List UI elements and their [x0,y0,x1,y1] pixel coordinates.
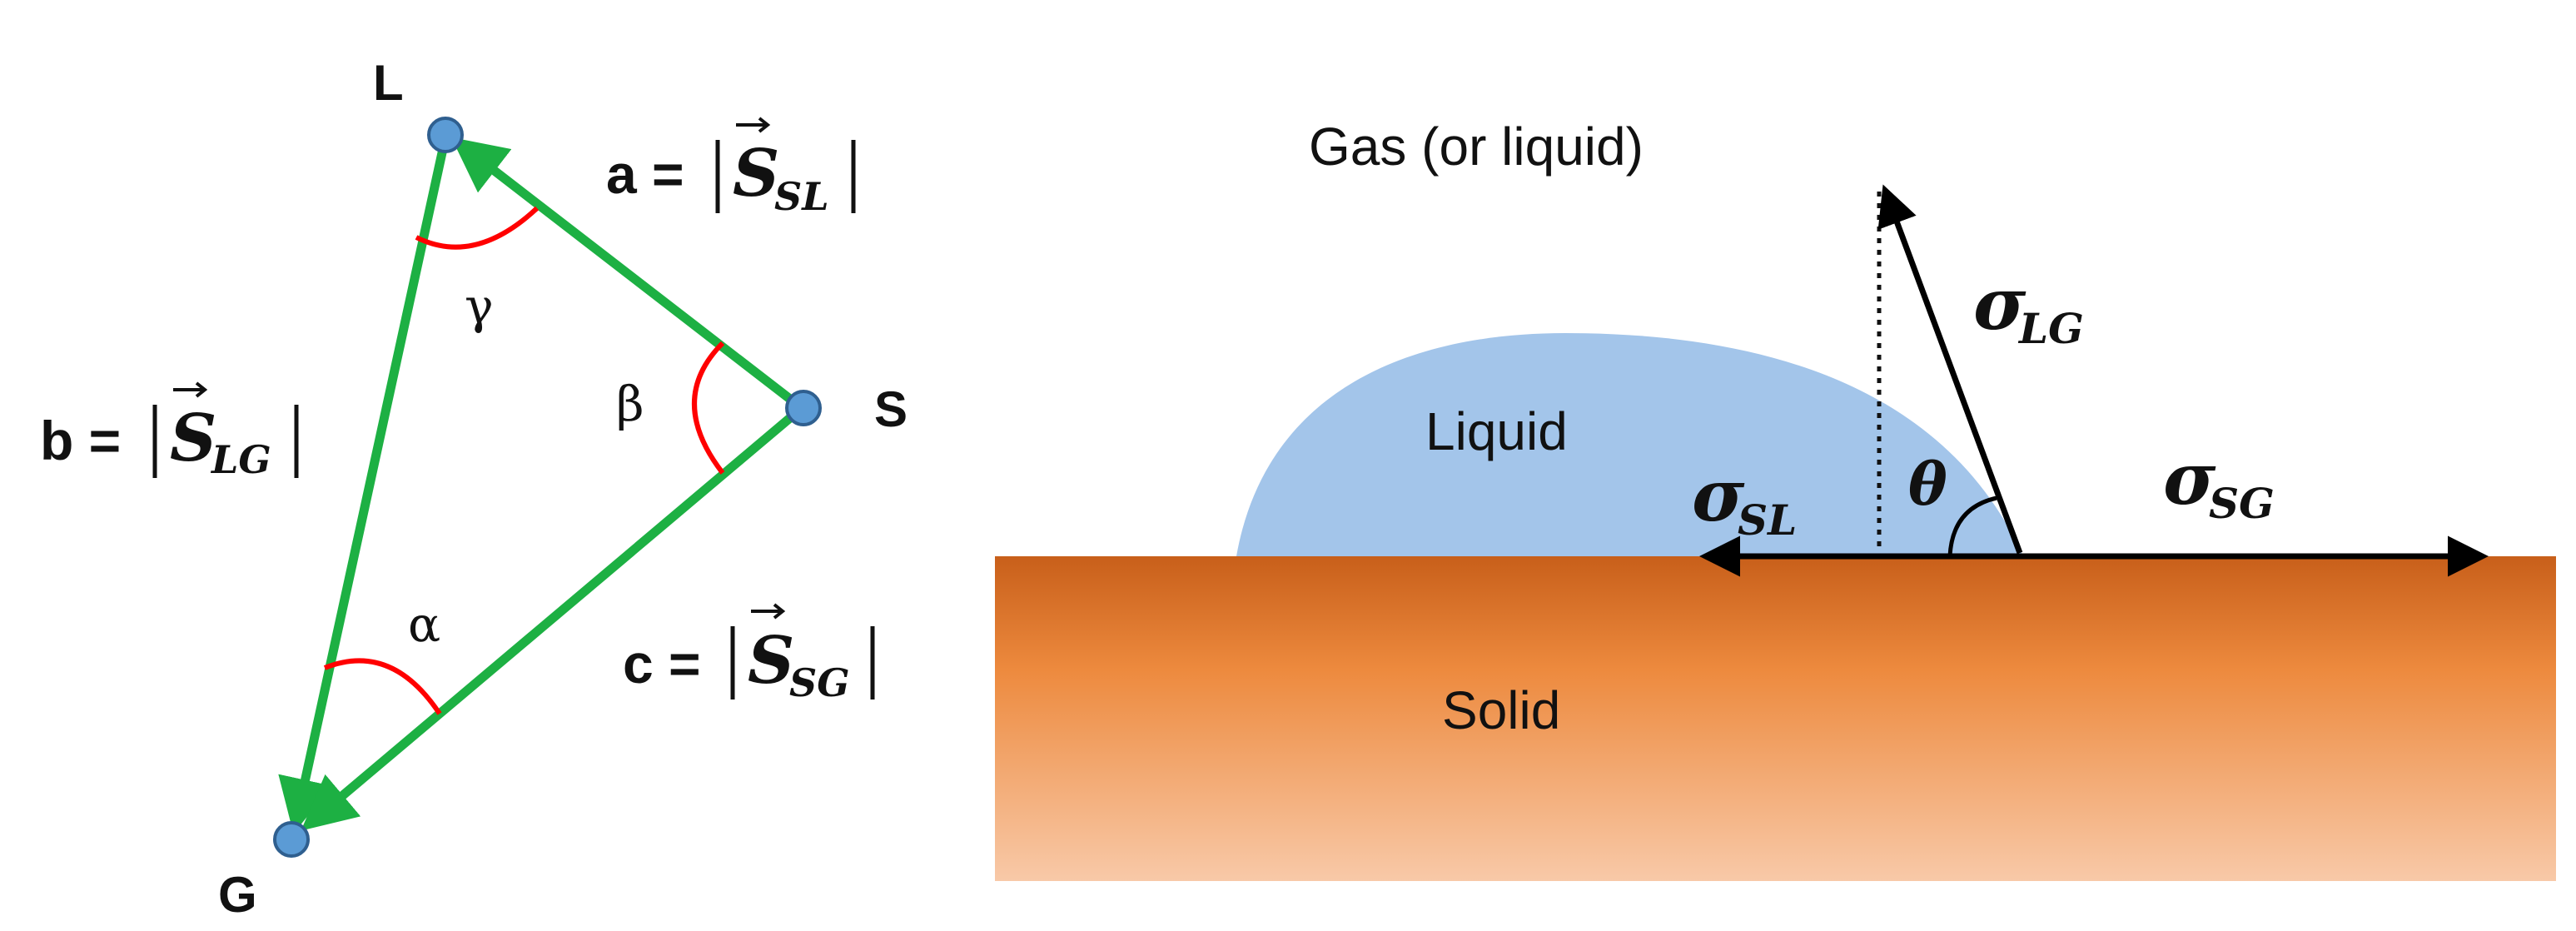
side-a-prefix: a = [606,143,684,205]
vertex-l-label: L [373,55,404,111]
vertex-s-label: S [874,381,908,437]
sigma-lg-arrow [1877,184,2023,555]
angle-alpha-arc [323,658,442,715]
sigma-lg-label: σ LG [1973,262,2084,353]
side-a-label: a = S SL [606,117,856,219]
side-a-vector: S [733,136,779,212]
vertex-l-dot [427,117,464,153]
liquid-droplet [1236,333,2023,556]
theta-label: θ [1908,450,1947,519]
sigma-lg-symbol: σ [1973,262,2026,346]
sigma-sg-label: σ SG [2163,437,2275,528]
contact-angle-diagram: Gas (or liquid) Liquid Solid θ σ LG σ SL… [995,117,2556,881]
side-b-prefix: b = [40,410,121,471]
liquid-label: Liquid [1425,401,1568,461]
side-c-label: c = S SG [623,603,875,705]
side-c-prefix: c = [623,633,701,695]
sigma-sl-symbol: σ [1692,454,1745,538]
side-b-subscript: LG [210,437,271,482]
vector-s-lg [278,136,450,834]
theta-arc [1947,495,1997,557]
side-a-subscript: SL [774,174,829,219]
vertex-s-dot [785,390,822,426]
vertex-g-dot [273,821,310,858]
vector-triangle: L S G γ β α a = S SL b = S LG c = [40,55,908,923]
gas-label: Gas (or liquid) [1309,117,1644,177]
side-c-vector: S [748,623,794,699]
angle-alpha-label: α [408,596,440,653]
side-b-vector: S [170,401,216,476]
sigma-lg-subscript: LG [2017,304,2084,353]
sigma-sl-subscript: SL [1738,495,1797,545]
angle-beta-label: β [616,376,644,432]
side-b-label: b = S LG [40,381,299,482]
angle-gamma-arc [415,206,540,250]
solid-label: Solid [1442,680,1560,740]
side-c-subscript: SG [789,660,850,705]
vector-s-sg [301,404,805,831]
angle-gamma-label: γ [465,278,494,335]
angle-beta-arc [692,341,725,475]
vertex-g-label: G [218,867,257,923]
sigma-sg-symbol: σ [2163,437,2216,521]
sigma-sg-subscript: SG [2209,479,2275,528]
vector-s-sl [450,137,805,412]
solid-block [995,556,2556,881]
sigma-sl-label: σ SL [1692,454,1797,545]
